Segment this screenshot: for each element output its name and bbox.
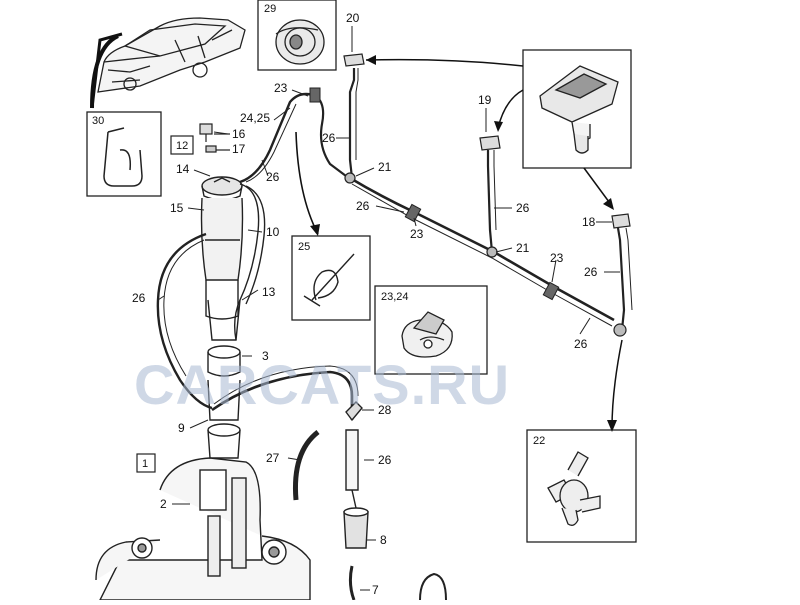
watermark: CARCATS.RU [134, 353, 510, 416]
callout-24-25: 24,25 [240, 111, 270, 125]
callout-18: 18 [582, 215, 596, 229]
callout-26-b: 26 [322, 131, 336, 145]
box-1-label: 1 [142, 458, 148, 470]
callout-7: 7 [372, 583, 379, 597]
callout-26-left: 26 [132, 291, 146, 305]
hose-clamp-icon [401, 311, 453, 358]
callout-23-right: 23 [550, 251, 564, 265]
callout-23-mid: 23 [410, 227, 424, 241]
callout-26-g: 26 [378, 453, 392, 467]
box-25-label: 25 [298, 241, 310, 253]
callout-26-c: 26 [516, 201, 530, 215]
hose-network [239, 68, 633, 331]
inset-box-nozzle [522, 49, 632, 169]
box-23-24-label: 23,24 [381, 291, 409, 303]
callout-21-b: 21 [516, 241, 530, 255]
callout-8: 8 [380, 533, 387, 547]
inset-box-30: 30 [86, 111, 162, 197]
fastener-16-17-icon [199, 123, 230, 153]
washer-nozzle-icon [539, 65, 619, 154]
callout-labels: 20 23 24,25 16 17 14 26 26 21 19 26 26 2… [132, 11, 598, 597]
callout-26-d: 26 [356, 199, 370, 213]
arrow-to-box-25 [295, 131, 319, 235]
callout-3: 3 [262, 349, 269, 363]
callout-9: 9 [178, 421, 185, 435]
hose-to-pump [211, 370, 354, 420]
inset-box-1: 1 [136, 453, 156, 473]
callout-14: 14 [176, 162, 190, 176]
nozzle-19-icon [479, 135, 501, 151]
hose-clip-icon [103, 127, 143, 187]
leader-lines [157, 26, 620, 591]
callout-26-a: 26 [266, 170, 280, 184]
hose-26-left-loop [156, 232, 213, 410]
box-22-label: 22 [533, 435, 545, 447]
inset-box-22: 22 [526, 429, 637, 543]
t-connectors [344, 172, 627, 337]
callout-21-a: 21 [378, 160, 392, 174]
callout-20: 20 [346, 11, 360, 25]
grommet-icon [275, 19, 325, 65]
callout-19: 19 [478, 93, 492, 107]
inset-box-23-24: 23,24 [374, 285, 488, 375]
callout-27: 27 [266, 451, 280, 465]
filler-neck-assembly [200, 176, 266, 459]
inset-box-25: 25 [291, 235, 371, 321]
nozzle-20-icon [343, 53, 365, 67]
cable-tie-icon [303, 253, 355, 307]
callout-10: 10 [266, 225, 280, 239]
callout-26-e: 26 [584, 265, 598, 279]
nozzle-18-icon [611, 213, 631, 229]
box-12-label: 12 [176, 140, 188, 152]
arrowheads [366, 55, 614, 210]
box-29-label: 29 [264, 3, 276, 15]
inset-box-12: 12 [170, 135, 194, 155]
callout-15: 15 [170, 201, 184, 215]
callout-16: 16 [232, 127, 246, 141]
callout-2: 2 [160, 497, 167, 511]
arrow-to-box-22 [611, 339, 623, 429]
box-30-label: 30 [92, 115, 104, 127]
car-illustration [97, 17, 246, 93]
pump-line-lower [292, 401, 447, 601]
callout-23-top: 23 [274, 81, 288, 95]
callout-13: 13 [262, 285, 276, 299]
pointer-car-to-30-b [90, 32, 123, 109]
inset-box-29: 29 [257, 0, 337, 71]
callout-26-f: 26 [574, 337, 588, 351]
hose-clamps [309, 87, 560, 301]
check-valve-icon [547, 451, 601, 526]
callout-17: 17 [232, 142, 246, 156]
washer-reservoir-tank [95, 457, 311, 601]
callout-28: 28 [378, 403, 392, 417]
